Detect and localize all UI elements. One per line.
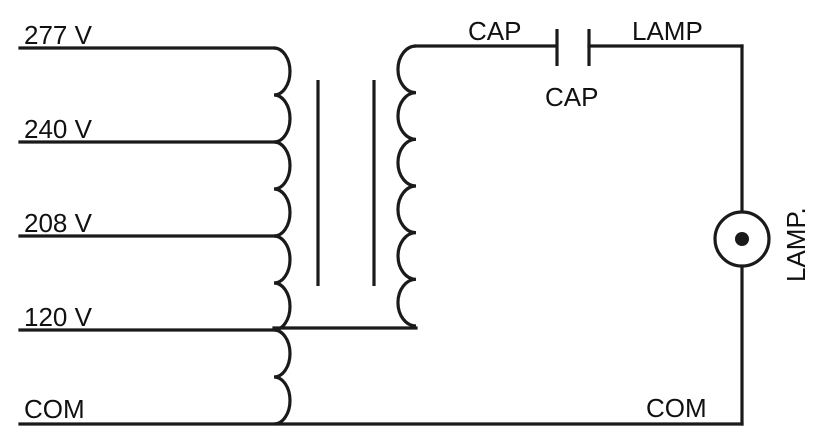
secondary-winding — [396, 44, 417, 328]
lamp-label: LAMP. — [781, 207, 811, 282]
lamp-lead-label: LAMP — [632, 16, 703, 46]
tap-label-240v: 240 V — [24, 114, 93, 144]
tap-label-120v: 120 V — [24, 302, 93, 332]
tap-label-277v: 277 V — [24, 20, 93, 50]
tap-label-208v: 208 V — [24, 208, 93, 238]
lamp-center-dot — [735, 232, 749, 246]
tap-label-com: COM — [24, 394, 85, 424]
com-label-right: COM — [646, 393, 707, 423]
primary-winding — [273, 46, 292, 426]
capacitor-label-below: CAP — [545, 82, 598, 112]
capacitor-label-left: CAP — [468, 16, 521, 46]
